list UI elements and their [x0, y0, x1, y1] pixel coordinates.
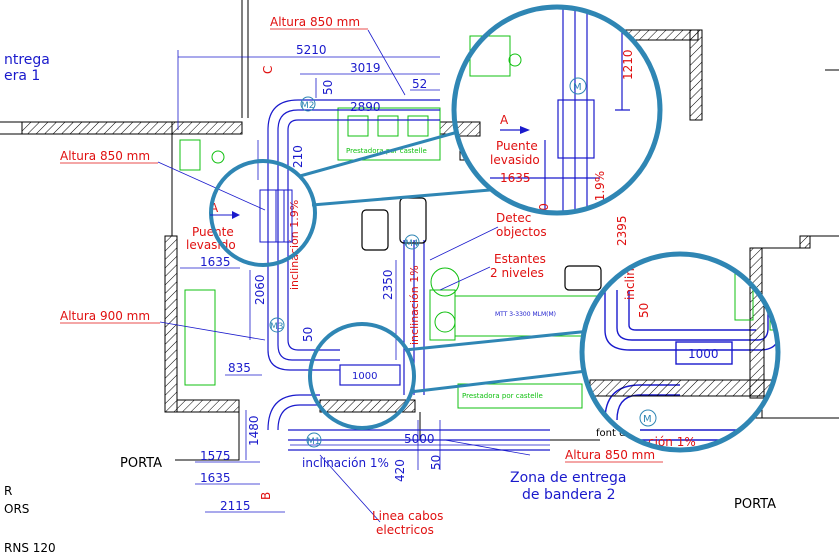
- label-zona-entrega-1-a: ntrega: [4, 52, 50, 68]
- conveyor-left-vertical: [267, 130, 340, 371]
- black-text: PORTA PORTA font d R ORS RNS 120: [4, 428, 776, 555]
- marker-m1: M1: [307, 437, 321, 447]
- label-altura-850-left: Altura 850 mm: [60, 149, 150, 163]
- dim-2395: 2395: [615, 215, 629, 246]
- dimension-lines: [177, 50, 550, 513]
- prestadora-top-box: [337, 107, 441, 161]
- dim-50-mid: 50: [301, 327, 315, 342]
- dim-50-bottom: 50: [429, 455, 443, 470]
- label-detec-a: Detec: [496, 211, 531, 225]
- wall-right-upper: [689, 29, 703, 121]
- label-motor: MTT 3-3300 MLM(M): [495, 311, 556, 318]
- dimension-text: 5210 3019 2890 52 50 210 1635 2060 50 83…: [4, 43, 627, 513]
- mag-bottom-marker: M: [643, 414, 652, 425]
- source-magnifiers: [209, 159, 416, 430]
- dim-3019: 3019: [350, 61, 381, 75]
- dim-1635-bottom: 1635: [200, 471, 231, 485]
- motor-markers: M2 M3 M1 M4: [269, 96, 420, 448]
- magnifier-source-bottom: [308, 322, 416, 430]
- label-corner-ors: ORS: [4, 502, 29, 516]
- dim-5000: 5000: [404, 432, 435, 446]
- mag-top-dim-1210: 1210: [621, 49, 635, 80]
- label-altura-900: Altura 900 mm: [60, 309, 150, 323]
- label-inclinacion-left: inclinación 1.9%: [288, 200, 301, 290]
- leader-lines: [157, 29, 531, 523]
- dim-52: 52: [412, 77, 427, 91]
- label-detec-b: objectos: [496, 225, 547, 239]
- conveyor-bottom: [267, 394, 320, 431]
- conveyor-top: [267, 99, 440, 131]
- mag-top-dim-1635: 1635: [500, 171, 531, 185]
- label-linea-cabos-a: Linea cabos: [372, 509, 443, 523]
- magnifier-top: 1210 1635 060 A Puente levasido ción 1.9…: [451, 4, 663, 226]
- marker-m2: M2: [301, 101, 315, 111]
- label-prestadora-bottom: Prestadora por castelle: [462, 392, 543, 400]
- dim-1635-left: 1635: [200, 255, 231, 269]
- mag-top-section-a: A: [500, 113, 509, 127]
- mag-top-marker: M: [573, 82, 582, 93]
- mag-top-puente-a: Puente: [496, 139, 538, 153]
- magnifier-bottom: 1000 inclin ción 1% 50 50 M: [579, 251, 785, 453]
- label-estantes-b: 2 niveles: [490, 266, 544, 280]
- dim-1575: 1575: [200, 449, 231, 463]
- conveyors: [267, 99, 550, 451]
- mag-bottom-module: 1000: [688, 347, 719, 361]
- dim-210: 210: [291, 145, 305, 168]
- mag-top-dim-060: 060: [537, 203, 551, 226]
- label-module-1000: 1000: [352, 371, 377, 382]
- label-corner-r: R: [4, 484, 12, 498]
- trolleys: [361, 197, 602, 291]
- dim-2115: 2115: [220, 499, 251, 513]
- module-1000-box: [339, 364, 401, 386]
- magnifier-source-top: [209, 159, 317, 267]
- label-inclinacion-mid: inclinación 1%: [408, 265, 421, 345]
- label-porta-right: PORTA: [734, 497, 776, 512]
- dim-420: 420: [393, 459, 407, 482]
- label-altura-850-top: Altura 850 mm: [270, 15, 360, 29]
- label-font: font d: [596, 428, 625, 439]
- wall-top-left: [21, 121, 173, 135]
- wall-top-mid: [171, 121, 243, 135]
- label-altura-850-bottom: Altura 850 mm: [565, 448, 655, 462]
- marker-m4: M4: [405, 239, 419, 249]
- magnifier-connectors: [299, 128, 601, 394]
- dim-2350: 2350: [381, 269, 395, 300]
- mag-top-puente-b: levasido: [490, 153, 540, 167]
- label-zona-entrega-2-b: de bandera 2: [522, 487, 615, 503]
- mag-bottom-dim-50b: 50: [770, 417, 785, 431]
- label-porta-left: PORTA: [120, 456, 162, 471]
- dim-50-top: 50: [321, 80, 335, 95]
- wall-bottom-left: [176, 399, 240, 413]
- label-estantes-a: Estantes: [494, 252, 546, 266]
- prestadora-bottom-box: [457, 383, 583, 409]
- label-zona-entrega-2-a: Zona de entrega: [510, 470, 627, 486]
- dim-5210: 5210: [296, 43, 327, 57]
- dim-2890: 2890: [350, 100, 381, 114]
- label-section-a-left: A: [210, 201, 219, 215]
- mag-bottom-inclin: inclin: [623, 268, 637, 300]
- mag-bottom-dim-50: 50: [637, 303, 651, 318]
- label-section-b: B: [259, 492, 273, 500]
- label-linea-cabos-b: electricos: [376, 523, 434, 537]
- label-corner-rns: RNS 120: [4, 541, 56, 555]
- label-zona-entrega-1-b: era 1: [4, 68, 40, 84]
- marker-m3: M3: [270, 322, 284, 332]
- label-inclinacion-bottom: inclinación 1%: [302, 456, 389, 470]
- dim-835: 835: [228, 361, 251, 375]
- dim-1480: 1480: [247, 415, 261, 446]
- dim-2060: 2060: [253, 274, 267, 305]
- label-section-c: C: [261, 66, 275, 74]
